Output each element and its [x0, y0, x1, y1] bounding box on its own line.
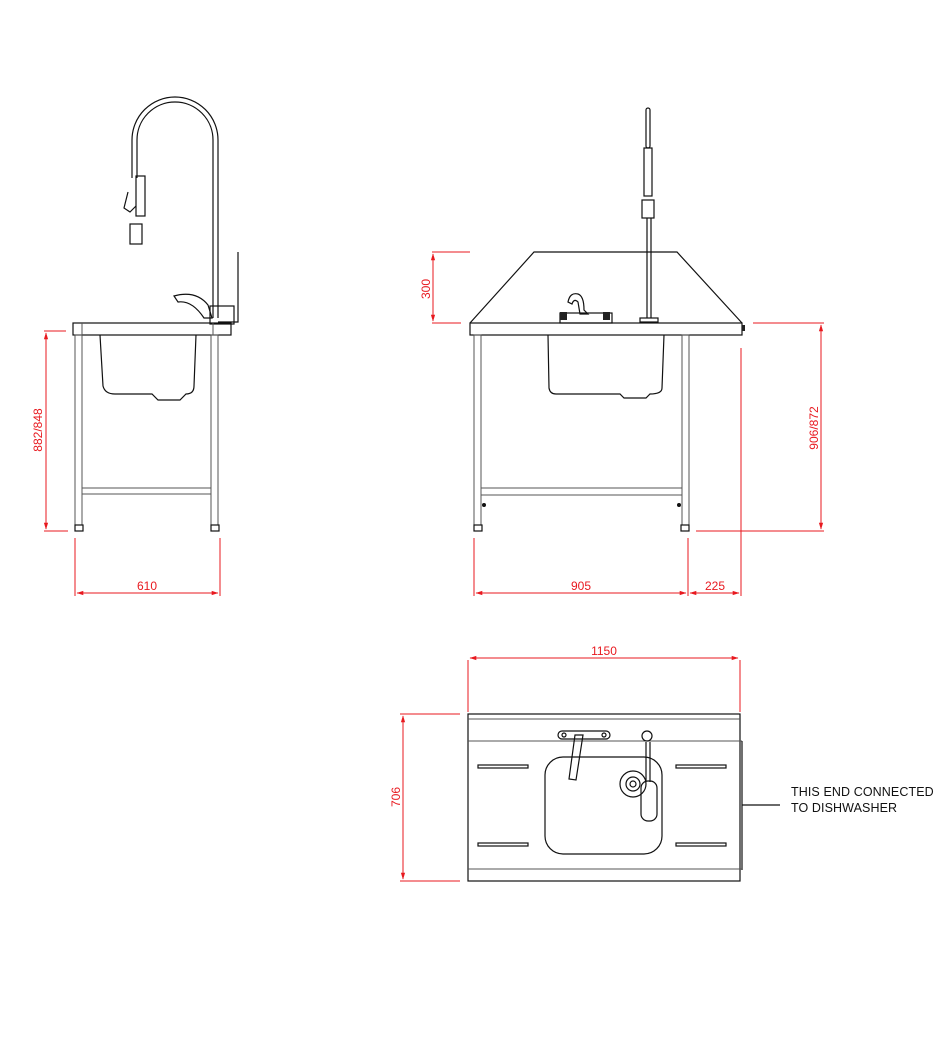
dishwasher-note: THIS END CONNECTED TO DISHWASHER: [791, 784, 934, 816]
spray-head: [135, 175, 146, 217]
mixer-tap: [173, 293, 213, 319]
worktop: [72, 322, 232, 336]
dim-plan-depth: 706: [389, 787, 403, 807]
worktop: [469, 322, 743, 336]
sink-bowl: [99, 334, 197, 401]
note-line-1: THIS END CONNECTED: [791, 785, 934, 799]
dim-front-height: 906/872: [807, 406, 821, 450]
dim-side-height: 882/848: [31, 408, 45, 452]
splashback: [469, 251, 743, 324]
leg: [210, 334, 219, 526]
dim-front-leg-span: 905: [571, 579, 591, 593]
leg: [681, 334, 690, 526]
mixer-tap: [567, 293, 590, 315]
side-view: 882/848 610: [31, 96, 239, 596]
dim-side-depth: 610: [137, 579, 157, 593]
sink-bowl: [544, 756, 663, 855]
plan-outline: [467, 713, 741, 882]
note-line-2: TO DISHWASHER: [791, 801, 898, 815]
stretcher: [480, 487, 683, 496]
mixer-tap: [557, 730, 611, 740]
sink-bowl: [547, 334, 665, 399]
pre-rinse-base: [641, 730, 653, 742]
stretcher: [81, 487, 212, 495]
dim-plan-width: 1150: [591, 644, 617, 658]
waste-outlet: [619, 770, 647, 798]
front-view: 300 906/872 905 225: [419, 107, 824, 596]
dim-front-overhang: 225: [705, 579, 725, 593]
pre-rinse-column: [645, 107, 651, 149]
leg: [473, 334, 482, 526]
dim-splash-height: 300: [419, 279, 433, 299]
pre-rinse-gooseneck: [136, 101, 214, 318]
leg: [74, 334, 83, 526]
plan-view: 1150 706: [389, 644, 780, 882]
